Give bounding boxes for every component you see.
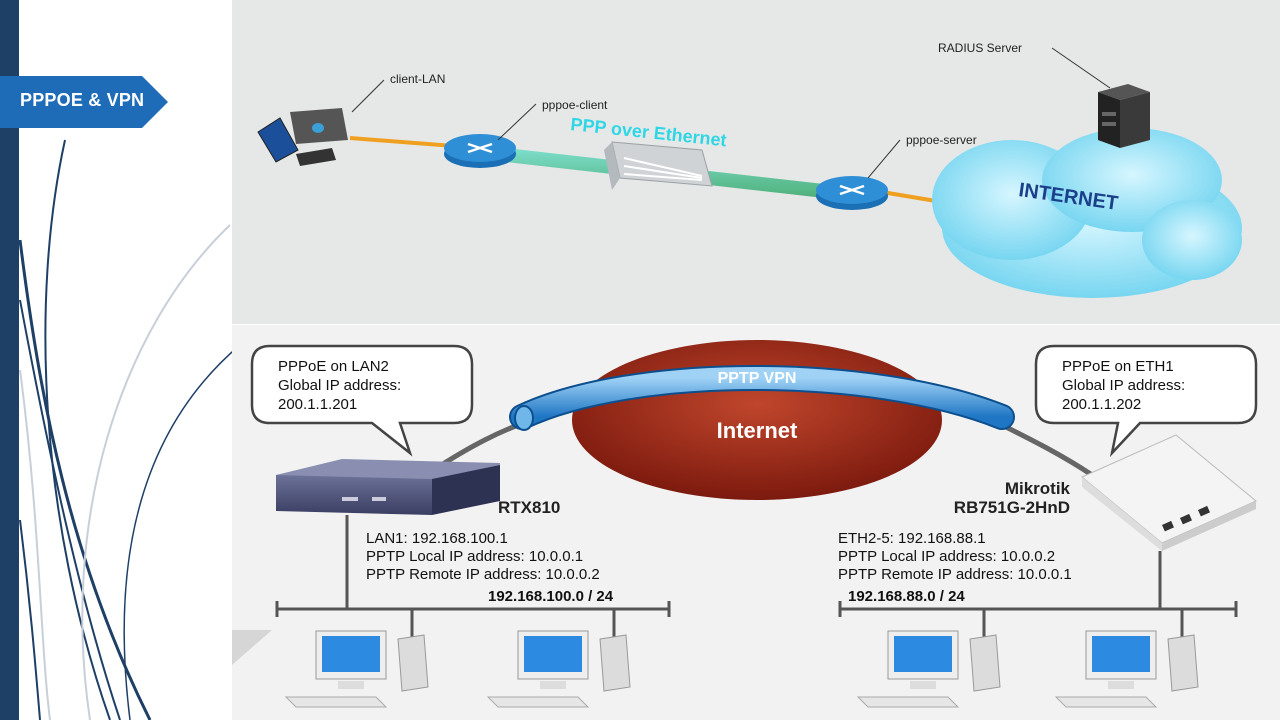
right-info-line-1: ETH2-5: 192.168.88.1	[838, 530, 986, 547]
pptp-vpn-label: PPTP VPN	[718, 370, 797, 387]
left-callout: PPPoE on LAN2 Global IP address: 200.1.1…	[250, 344, 474, 457]
right-callout: PPPoE on ETH1 Global IP address: 200.1.1…	[1034, 344, 1258, 458]
pppoe-server-router-icon	[816, 176, 888, 210]
mikrotik-label-line-2: RB751G-2HnD	[954, 498, 1070, 517]
internet-cloud-icon	[932, 128, 1242, 298]
pc-icon	[856, 630, 1001, 708]
pc-icon	[486, 630, 631, 708]
rtx810-label: RTX810	[498, 498, 560, 517]
pppoe-diagram-panel: client-LAN pppoe-client PPP over Etherne…	[232, 0, 1280, 324]
pc-icon	[1054, 630, 1199, 708]
right-subnet-label: 192.168.88.0 / 24	[848, 588, 965, 605]
left-info-line-3: PPTP Remote IP address: 10.0.0.2	[366, 566, 600, 583]
radius-server-label: RADIUS Server	[938, 41, 1022, 55]
rtx810-router-icon	[276, 459, 500, 515]
mikrotik-label-line-1: Mikrotik	[1005, 479, 1071, 498]
pppoe-client-router-icon	[444, 134, 516, 168]
client-computer-icon	[257, 108, 348, 166]
left-callout-line-3: 200.1.1.201	[278, 396, 357, 413]
right-callout-line-3: 200.1.1.202	[1062, 396, 1141, 413]
section-tag	[0, 76, 168, 128]
left-callout-line-1: PPPoE on LAN2	[278, 358, 389, 375]
pptp-vpn-diagram: Internet PPTP VPN PPPoE on LAN2 Global I…	[232, 340, 1258, 708]
pppoe-client-label: pppoe-client	[542, 98, 608, 112]
ppp-encapsulation-icon	[604, 141, 713, 190]
pptp-vpn-diagram-panel: Internet PPTP VPN PPPoE on LAN2 Global I…	[232, 325, 1280, 720]
decorative-curves	[18, 139, 240, 720]
left-info-line-2: PPTP Local IP address: 10.0.0.1	[366, 548, 583, 565]
vpn-tunnel	[511, 367, 1013, 428]
right-info-line-2: PPTP Local IP address: 10.0.0.2	[838, 548, 1055, 565]
pppoe-diagram: client-LAN pppoe-client PPP over Etherne…	[257, 41, 1242, 298]
client-lan-label: client-LAN	[390, 72, 445, 86]
left-info-line-1: LAN1: 192.168.100.1	[366, 530, 508, 547]
pc-icon	[284, 630, 429, 708]
pppoe-server-label: pppoe-server	[906, 133, 977, 147]
left-callout-line-2: Global IP address:	[278, 377, 401, 394]
section-tag-label: PPPOE & VPN	[20, 90, 145, 110]
mikrotik-router-icon	[1081, 434, 1257, 551]
right-callout-line-2: Global IP address:	[1062, 377, 1185, 394]
left-subnet-label: 192.168.100.0 / 24	[488, 588, 614, 605]
internet-label: Internet	[717, 418, 798, 443]
radius-server-icon	[1098, 84, 1150, 148]
right-info-line-3: PPTP Remote IP address: 10.0.0.1	[838, 566, 1072, 583]
left-accent-bar	[0, 0, 19, 720]
right-callout-line-1: PPPoE on ETH1	[1062, 358, 1174, 375]
